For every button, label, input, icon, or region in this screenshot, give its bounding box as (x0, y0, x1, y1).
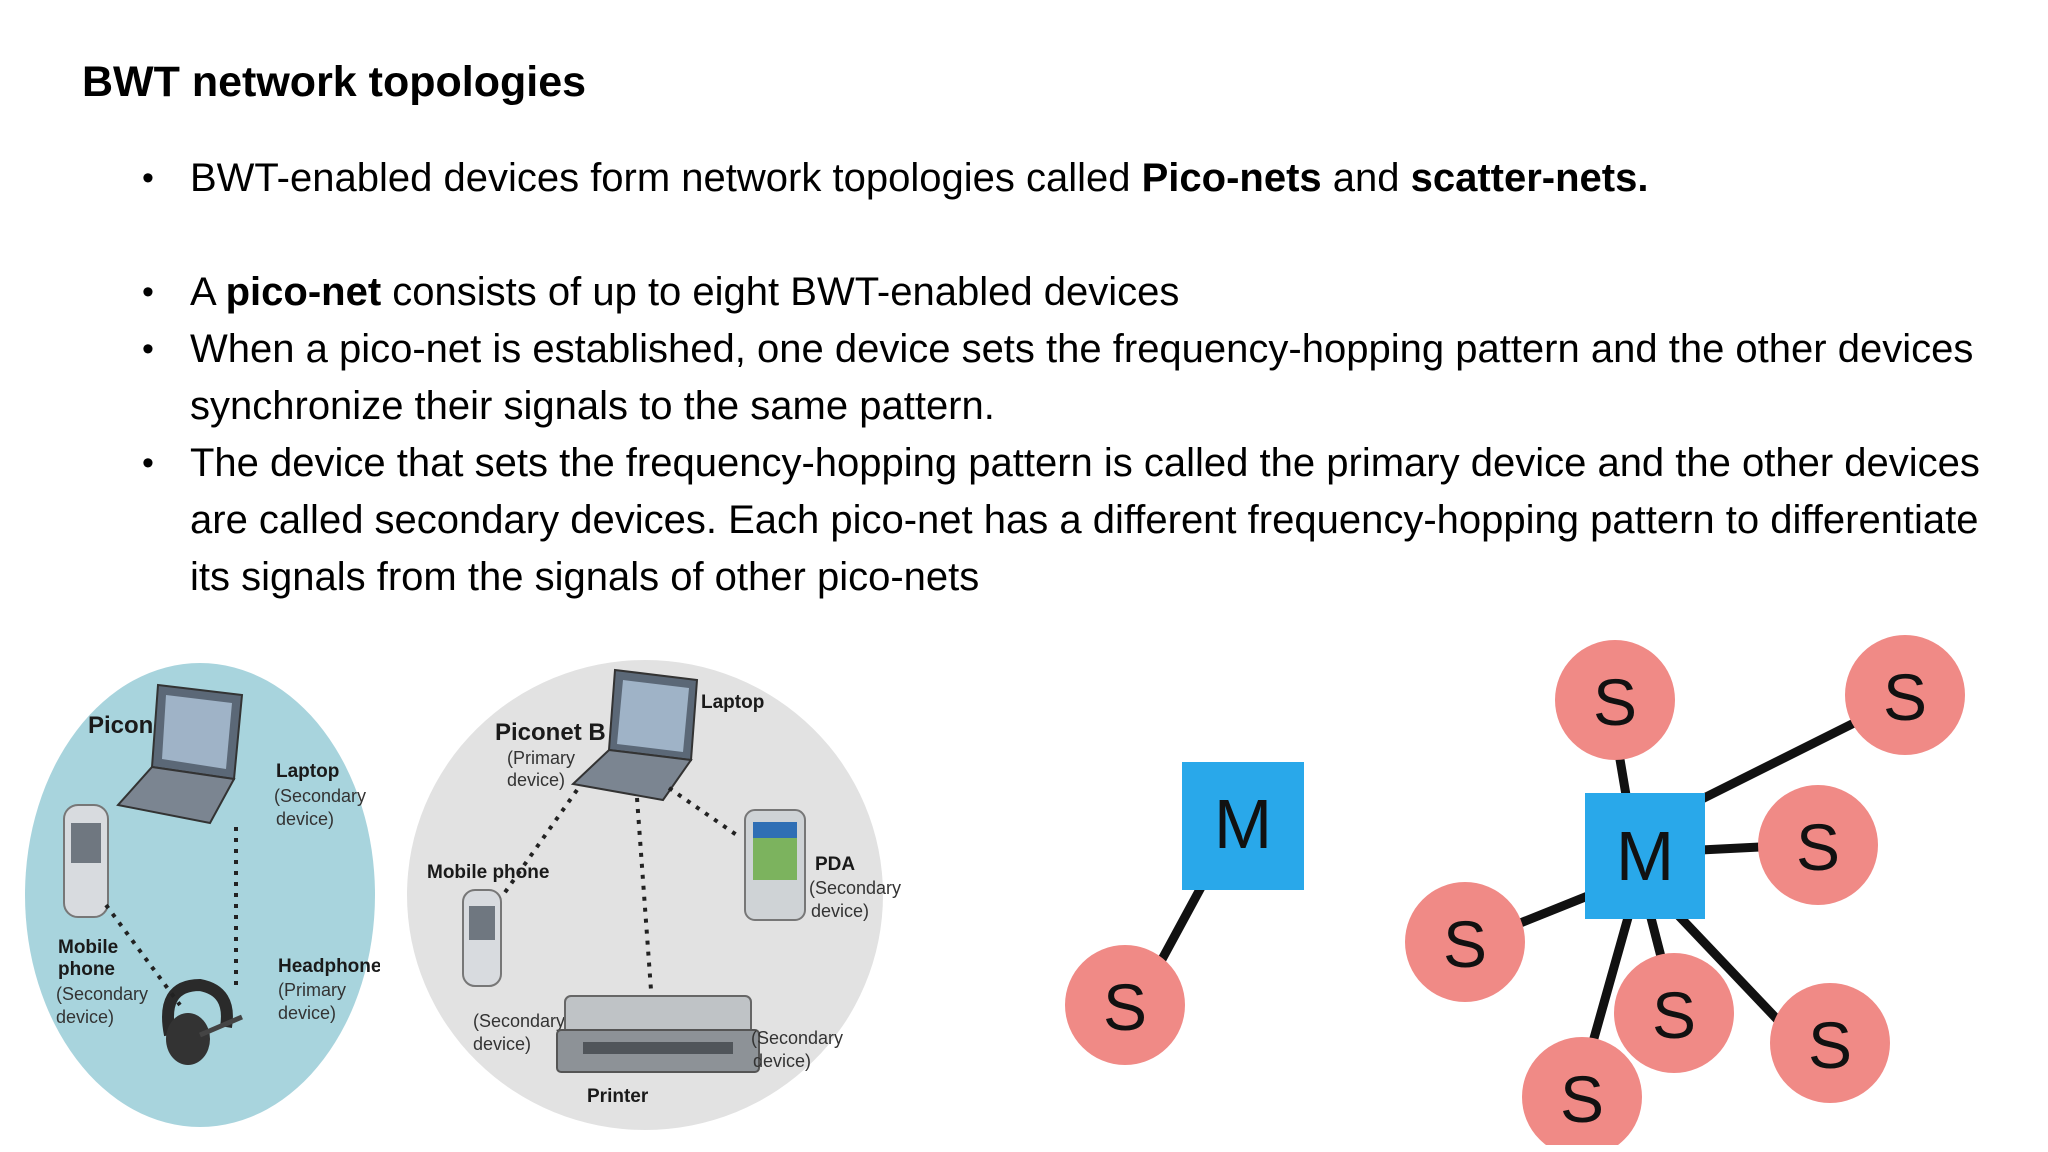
svg-text:Laptop: Laptop (701, 692, 764, 713)
svg-text:(Secondary: (Secondary (56, 984, 148, 1004)
svg-text:(Primary: (Primary (507, 748, 575, 768)
svg-text:device): device) (276, 809, 334, 829)
svg-text:Mobile: Mobile (58, 937, 118, 958)
svg-text:device): device) (56, 1007, 114, 1027)
bullet-item: A pico-net consists of up to eight BWT-e… (140, 264, 2020, 321)
mobile-phone-icon (63, 804, 109, 918)
svg-text:(Primary: (Primary (278, 980, 346, 1000)
svg-text:S: S (1443, 907, 1487, 981)
slave-node (1555, 640, 1675, 760)
svg-text:M: M (1214, 785, 1272, 863)
svg-text:PDA: PDA (815, 854, 855, 875)
printer-icon (556, 995, 760, 1073)
slave-node (1614, 953, 1734, 1073)
svg-text:device): device) (753, 1051, 811, 1071)
slave-node (1522, 1037, 1642, 1145)
mobile-phone-icon (462, 889, 502, 987)
master-node (1182, 762, 1304, 890)
bullet-list: BWT-enabled devices form network topolog… (140, 150, 2020, 606)
svg-text:Mobile phone: Mobile phone (427, 862, 549, 883)
svg-text:S: S (1593, 665, 1637, 739)
svg-text:(Secondary: (Secondary (274, 786, 366, 806)
svg-text:S: S (1103, 970, 1147, 1044)
bullet-item: When a pico-net is established, one devi… (140, 321, 2020, 435)
laptop-icon (570, 668, 699, 802)
svg-text:Headphone: Headphone (278, 956, 380, 977)
bullet-item: BWT-enabled devices form network topolog… (140, 150, 2020, 207)
slave-node (1065, 945, 1185, 1065)
svg-text:Laptop: Laptop (276, 761, 339, 782)
slave-node (1770, 983, 1890, 1103)
master-node (1585, 793, 1705, 919)
svg-text:device): device) (278, 1003, 336, 1023)
bullet-item: The device that sets the frequency-hoppi… (140, 435, 2020, 606)
svg-text:S: S (1796, 810, 1840, 884)
svg-text:device): device) (811, 901, 869, 921)
slide-title: BWT network topologies (82, 58, 587, 106)
svg-text:S: S (1883, 660, 1927, 734)
pda-icon (744, 809, 806, 921)
slave-node (1405, 882, 1525, 1002)
svg-text:(Secondary: (Secondary (473, 1011, 565, 1031)
scatternet-star-diagram: M S S S S S S S (1405, 635, 1965, 1145)
svg-text:device): device) (507, 770, 565, 790)
piconet-a-figure: Piconet A Laptop (Secondary device) Mobi… (25, 663, 380, 1127)
svg-text:Printer: Printer (587, 1086, 649, 1107)
slave-node (1758, 785, 1878, 905)
svg-text:S: S (1652, 978, 1696, 1052)
laptop-icon (116, 683, 244, 825)
svg-text:device): device) (473, 1034, 531, 1054)
slave-node (1845, 635, 1965, 755)
svg-text:phone: phone (58, 959, 115, 980)
svg-text:M: M (1616, 817, 1674, 895)
svg-text:(Secondary: (Secondary (751, 1028, 843, 1048)
piconet-pair-diagram: M S (1065, 762, 1304, 1065)
svg-text:Piconet B: Piconet B (495, 719, 606, 746)
svg-text:S: S (1808, 1008, 1852, 1082)
svg-text:(Secondary: (Secondary (809, 878, 901, 898)
headphone-icon (162, 978, 243, 1065)
svg-text:S: S (1560, 1062, 1604, 1136)
piconet-b-figure: Piconet B (Primary device) Laptop Mobile… (407, 660, 901, 1130)
